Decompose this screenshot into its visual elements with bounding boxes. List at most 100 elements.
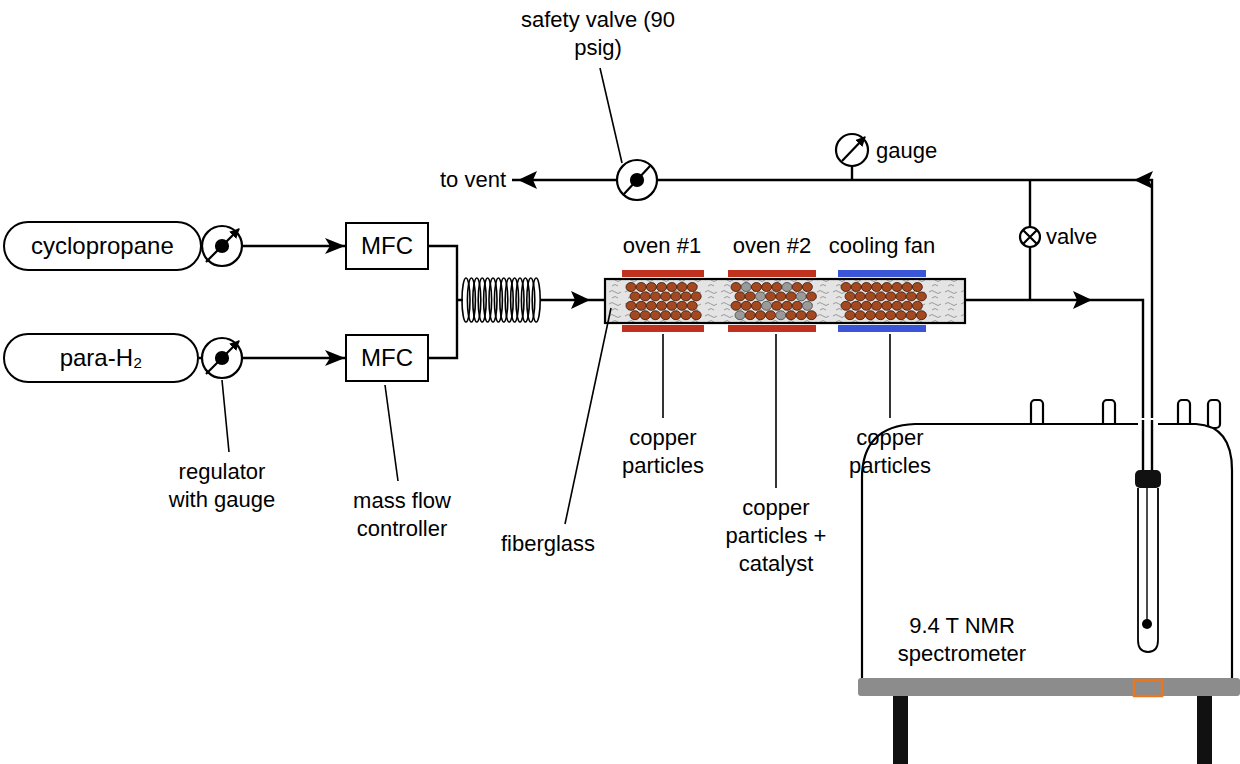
copper-particle [630, 292, 640, 301]
copper-particle [851, 301, 861, 310]
copper-particle [882, 301, 892, 310]
copper-particle [792, 283, 802, 292]
copper-particle [687, 301, 697, 310]
tube-lines [1143, 420, 1152, 470]
copper-particle [912, 283, 922, 292]
mixing-coil [462, 278, 540, 322]
copper-particle [796, 311, 806, 320]
part-label: copper particles + catalyst [721, 494, 831, 578]
gauge-symbol [836, 134, 868, 166]
copper-particle [741, 301, 751, 310]
copper-particle [661, 292, 671, 301]
copper-particle [661, 311, 671, 320]
copper-particle [792, 301, 802, 310]
copper-particle [876, 311, 886, 320]
copper-particle [806, 311, 816, 320]
copper-particle [916, 292, 926, 301]
copper-particle [892, 301, 902, 310]
copper-particle [731, 301, 741, 310]
copper-particle [912, 301, 922, 310]
copper-particle [687, 283, 697, 292]
copper-particle [865, 311, 875, 320]
copper-particle [902, 283, 912, 292]
copper-particle [845, 311, 855, 320]
copper-particle [776, 292, 786, 301]
copper-particle [786, 292, 796, 301]
copper-particle [755, 311, 765, 320]
node-label: para-H₂ [60, 344, 143, 373]
flow-arrow [571, 291, 590, 309]
copper-particle [886, 292, 896, 301]
copper-particle [766, 292, 776, 301]
copper-particle [802, 283, 812, 292]
copper-particle [636, 283, 646, 292]
flow-arrow [1134, 171, 1153, 189]
copper-particle [845, 292, 855, 301]
copper-particle [855, 311, 865, 320]
copper-particle [861, 283, 871, 292]
copper-particle [786, 311, 796, 320]
mass-flow-controller-box: MFC [345, 222, 429, 270]
copper-particle [906, 311, 916, 320]
copper-particle [657, 301, 667, 310]
copper-particle [751, 301, 761, 310]
copper-particle [855, 292, 865, 301]
catalyst-particle [735, 311, 745, 320]
regulator-symbol [202, 226, 242, 266]
magnet-leg [893, 696, 908, 764]
catalyst-particle [782, 283, 792, 292]
catalyst-particle [755, 292, 765, 301]
copper-particle [646, 283, 656, 292]
copper-particle [772, 301, 782, 310]
catalyst-particle [741, 283, 751, 292]
gas-cylinder: para-H₂ [3, 333, 199, 383]
coil-turn [532, 278, 540, 322]
copper-particle [745, 292, 755, 301]
rf-coil [1134, 680, 1162, 696]
copper-particle [782, 301, 792, 310]
copper-particle [636, 301, 646, 310]
magnet-base [858, 678, 1240, 696]
reactor-tube [605, 279, 965, 323]
copper-particle [630, 311, 640, 320]
copper-particle [886, 311, 896, 320]
particle-beds [626, 283, 926, 320]
copper-particle [872, 283, 882, 292]
copper-particle [681, 292, 691, 301]
leader-line [222, 380, 229, 452]
oven-heater [622, 325, 704, 332]
copper-particle [751, 283, 761, 292]
safety-valve-symbol [617, 160, 657, 200]
copper-particle [650, 311, 660, 320]
copper-particle [677, 301, 687, 310]
flow-arrow [518, 171, 537, 189]
leader-line [775, 334, 777, 488]
part-label: mass flow controller [337, 487, 467, 543]
gauge-needle [842, 137, 865, 161]
copper-particle [735, 292, 745, 301]
copper-particle [892, 283, 902, 292]
mass-flow-controller-box: MFC [345, 334, 429, 382]
node-label: MFC [361, 232, 413, 261]
copper-particle [671, 311, 681, 320]
copper-particle [861, 301, 871, 310]
copper-particle [640, 292, 650, 301]
valve-symbol [1020, 227, 1040, 247]
leader-line [385, 385, 398, 481]
part-label: copper particles [835, 424, 945, 480]
oven-heater [728, 270, 816, 277]
copper-particle [677, 283, 687, 292]
cooling-fan-bar [838, 270, 926, 277]
copper-particle [667, 301, 677, 310]
copper-particle [876, 292, 886, 301]
copper-particle [731, 283, 741, 292]
regulator-arrow [206, 341, 239, 374]
copper-particle [806, 292, 816, 301]
copper-particle [902, 301, 912, 310]
magnet-post [1208, 400, 1220, 428]
gas-cylinder: cyclopropane [3, 221, 202, 271]
oven-heater [728, 325, 816, 332]
gauge-stem [851, 166, 853, 180]
